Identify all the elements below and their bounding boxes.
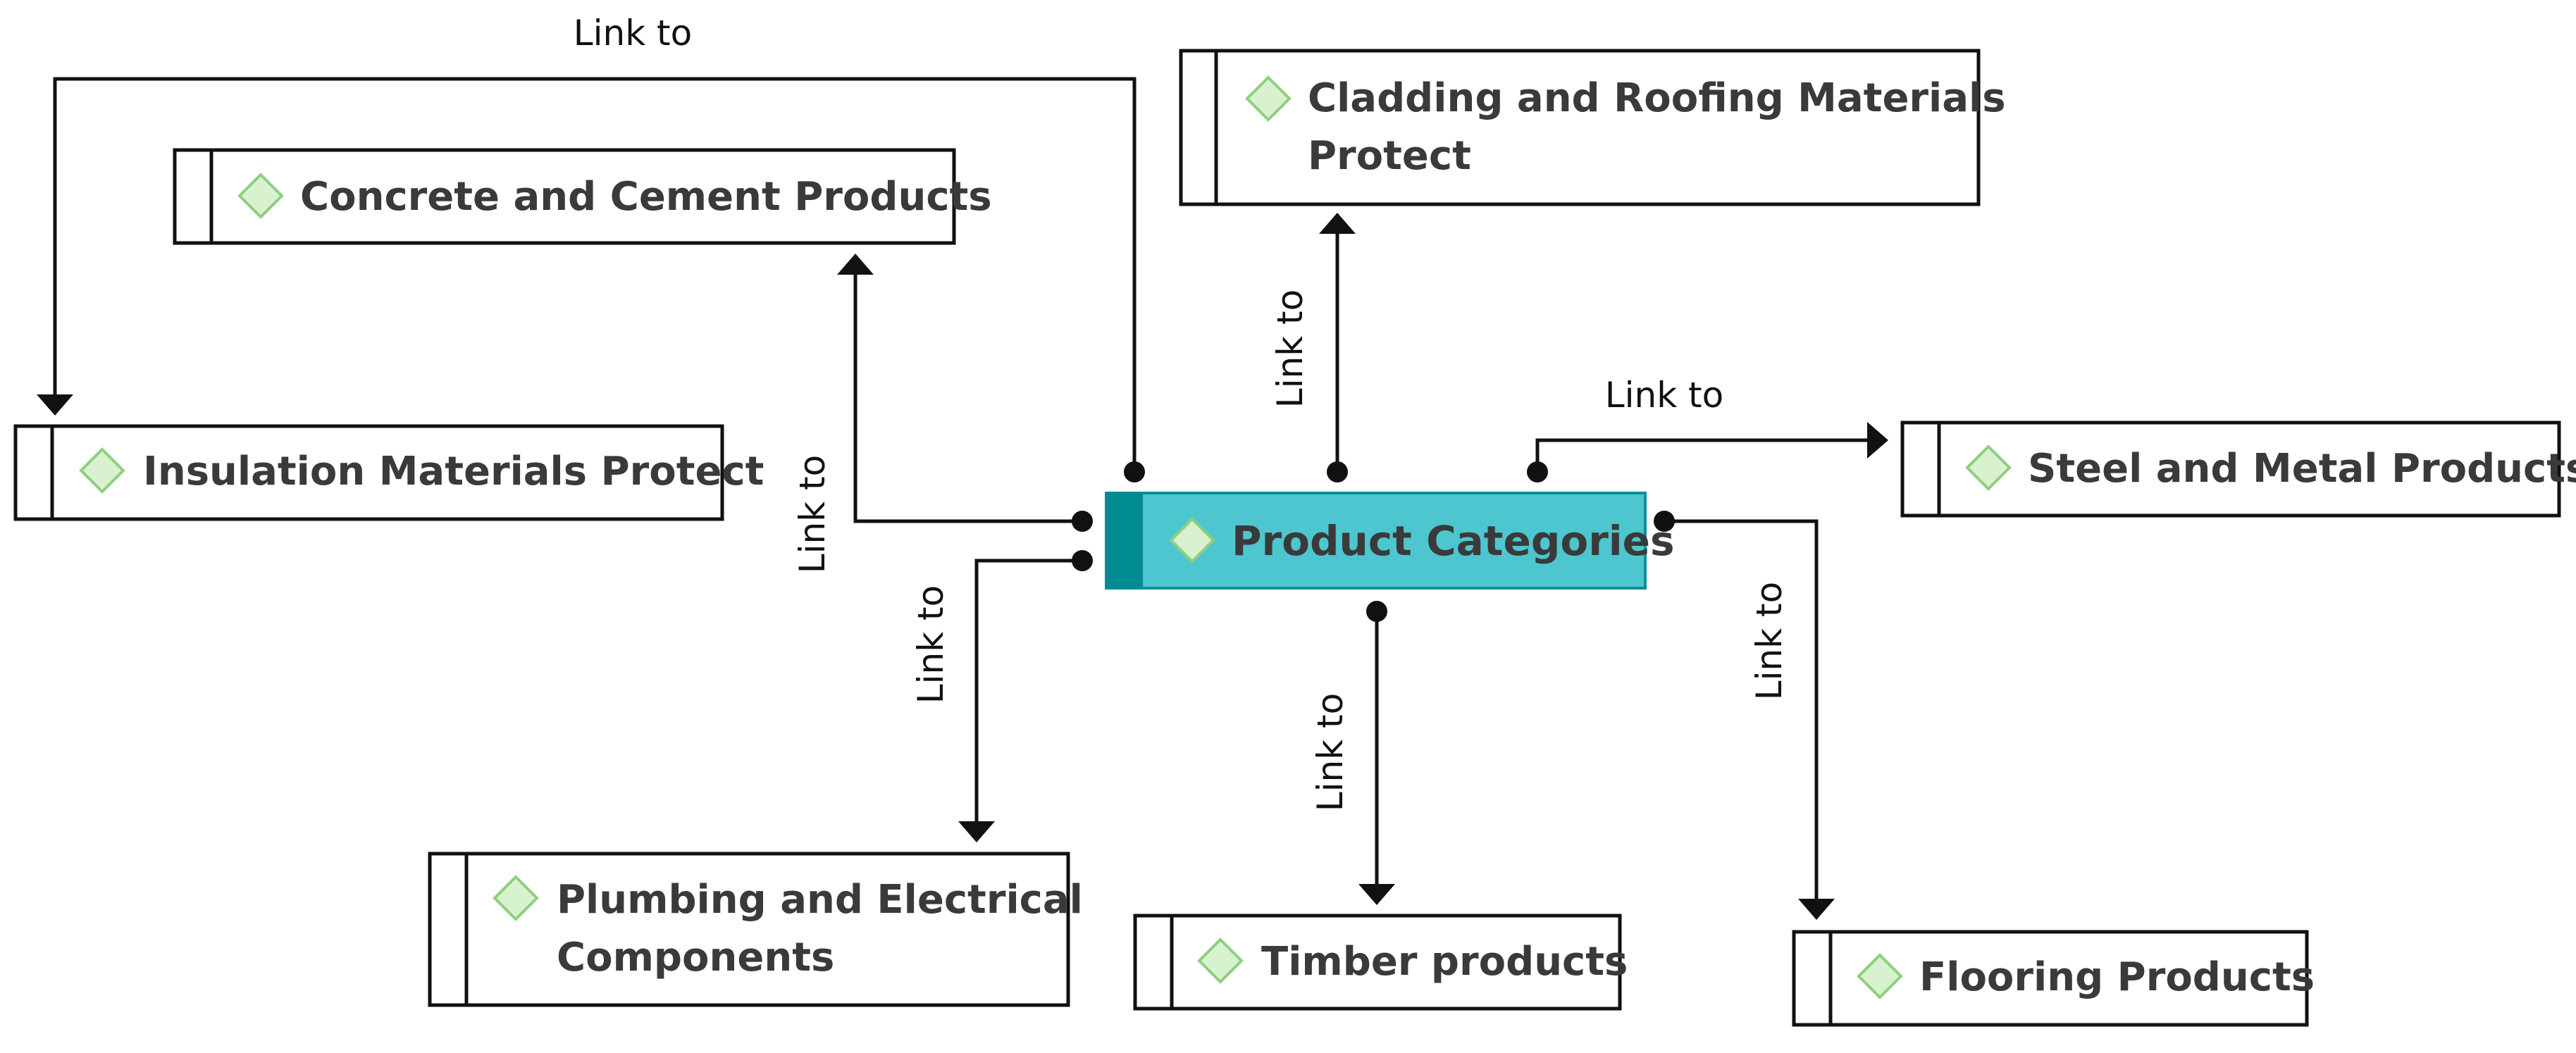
connector-timber[interactable] — [1358, 601, 1395, 905]
node-concrete-label: Concrete and Cement Products — [300, 174, 992, 220]
node-cladding-label-line1: Cladding and Roofing Materials — [1308, 75, 2006, 121]
node-cladding[interactable]: Cladding and Roofing Materials Protect — [1179, 49, 2006, 206]
node-cladding-label-line2: Protect — [1308, 133, 1471, 179]
diamond-icon — [1169, 517, 1215, 563]
node-insulation-label: Insulation Materials Protect — [143, 449, 764, 494]
link-label-insulation: Link to — [574, 13, 692, 54]
diamond-icon — [1197, 937, 1244, 984]
diamond-icon — [79, 447, 125, 494]
node-plumbing-label-line2: Components — [557, 935, 834, 980]
link-label-timber: Link to — [1310, 693, 1351, 811]
link-label-cladding: Link to — [1270, 289, 1311, 408]
node-plumbing[interactable]: Plumbing and Electrical Components — [428, 852, 1083, 1007]
connector-cladding[interactable] — [1319, 213, 1356, 482]
node-steel-label: Steel and Metal Products — [2028, 446, 2576, 492]
node-flooring[interactable]: Flooring Products — [1792, 930, 2315, 1027]
center-node-product-categories[interactable]: Product Categories — [1105, 492, 1675, 590]
link-label-concrete: Link to — [792, 455, 833, 573]
node-plumbing-label-line1: Plumbing and Electrical — [557, 877, 1083, 923]
connector-steel[interactable] — [1527, 422, 1888, 482]
node-timber[interactable]: Timber products — [1133, 914, 1628, 1011]
node-concrete[interactable]: Concrete and Cement Products — [173, 148, 992, 245]
node-steel[interactable]: Steel and Metal Products — [1900, 420, 2576, 518]
link-label-steel: Link to — [1605, 375, 1723, 416]
node-timber-label: Timber products — [1261, 939, 1628, 985]
connector-plumbing[interactable] — [958, 550, 1093, 842]
connector-concrete[interactable] — [837, 254, 1093, 532]
diamond-icon — [493, 875, 539, 921]
diamond-icon — [1245, 75, 1292, 122]
link-label-plumbing: Link to — [910, 585, 951, 704]
connector-insulation[interactable] — [37, 77, 1145, 482]
node-flooring-label: Flooring Products — [1919, 954, 2315, 1000]
diamond-icon — [1857, 953, 1903, 999]
diamond-icon — [237, 173, 284, 219]
diamond-icon — [1965, 444, 2012, 491]
connector-flooring[interactable] — [1654, 511, 1835, 920]
link-label-flooring: Link to — [1749, 582, 1790, 700]
center-node-label: Product Categories — [1232, 517, 1675, 565]
node-insulation[interactable]: Insulation Materials Protect — [13, 424, 764, 521]
